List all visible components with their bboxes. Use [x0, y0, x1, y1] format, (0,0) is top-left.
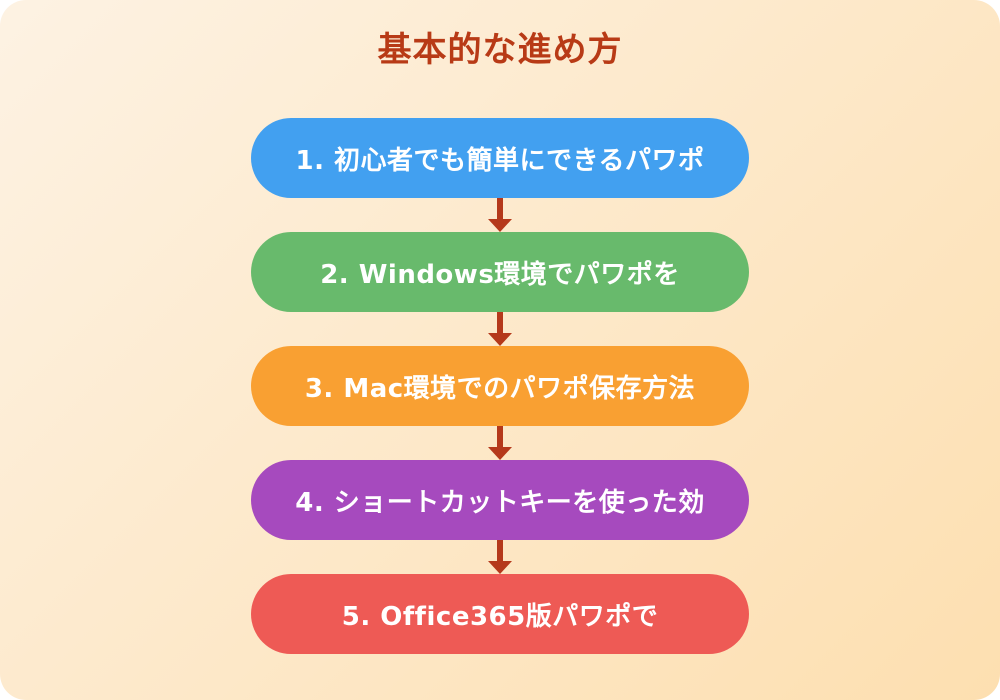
- step-pill-4: 4. ショートカットキーを使った効: [251, 460, 749, 540]
- step-pill-1: 1. 初心者でも簡単にできるパワポ: [251, 118, 749, 198]
- step-pill-5: 5. Office365版パワポで: [251, 574, 749, 654]
- flow-column: 1. 初心者でも簡単にできるパワポ 2. Windows環境でパワポを 3. Mac…: [0, 118, 1000, 654]
- page-title: 基本的な進め方: [377, 30, 623, 70]
- down-arrow-icon: [488, 198, 512, 232]
- arrow-head: [488, 333, 512, 346]
- arrow-stem: [497, 540, 503, 561]
- arrow-stem: [497, 198, 503, 219]
- down-arrow-icon: [488, 426, 512, 460]
- arrow-head: [488, 219, 512, 232]
- down-arrow-icon: [488, 540, 512, 574]
- arrow-head: [488, 561, 512, 574]
- arrow-stem: [497, 426, 503, 447]
- arrow-stem: [497, 312, 503, 333]
- step-pill-2: 2. Windows環境でパワポを: [251, 232, 749, 312]
- down-arrow-icon: [488, 312, 512, 346]
- step-pill-3: 3. Mac環境でのパワポ保存方法: [251, 346, 749, 426]
- arrow-head: [488, 447, 512, 460]
